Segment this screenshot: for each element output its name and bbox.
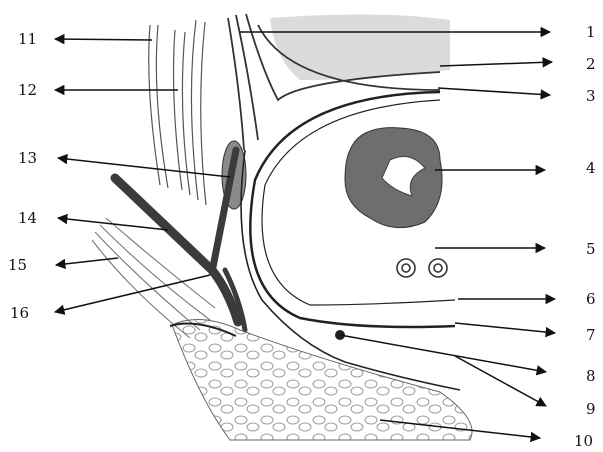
upper-tissue-shading — [270, 14, 450, 80]
label-15: 15 — [8, 256, 27, 274]
arrow-3 — [438, 88, 550, 95]
label-1: 1 — [586, 23, 596, 41]
small-vessels — [397, 259, 447, 277]
arrow-13 — [58, 158, 230, 177]
label-12: 12 — [18, 81, 37, 99]
arrow-16 — [55, 275, 210, 312]
label-2: 2 — [586, 55, 596, 73]
arrow-11 — [55, 39, 152, 40]
label-11: 11 — [18, 30, 37, 48]
label-16: 16 — [10, 304, 29, 322]
label-8: 8 — [586, 367, 596, 385]
arrow-8 — [340, 335, 546, 372]
label-10: 10 — [574, 432, 593, 450]
label-6: 6 — [586, 290, 596, 308]
label-5: 5 — [586, 240, 596, 258]
arrow-2 — [440, 62, 552, 66]
adipose-tissue — [172, 320, 472, 440]
label-3: 3 — [586, 87, 596, 105]
label-14: 14 — [18, 209, 37, 227]
label-4: 4 — [586, 159, 596, 177]
label-7: 7 — [586, 326, 596, 344]
arrow-15 — [56, 258, 118, 265]
muscle-bundles — [149, 20, 206, 205]
label-13: 13 — [18, 149, 37, 167]
arrow-7 — [455, 323, 555, 333]
label-9: 9 — [586, 400, 596, 418]
arrow-14 — [58, 218, 168, 230]
